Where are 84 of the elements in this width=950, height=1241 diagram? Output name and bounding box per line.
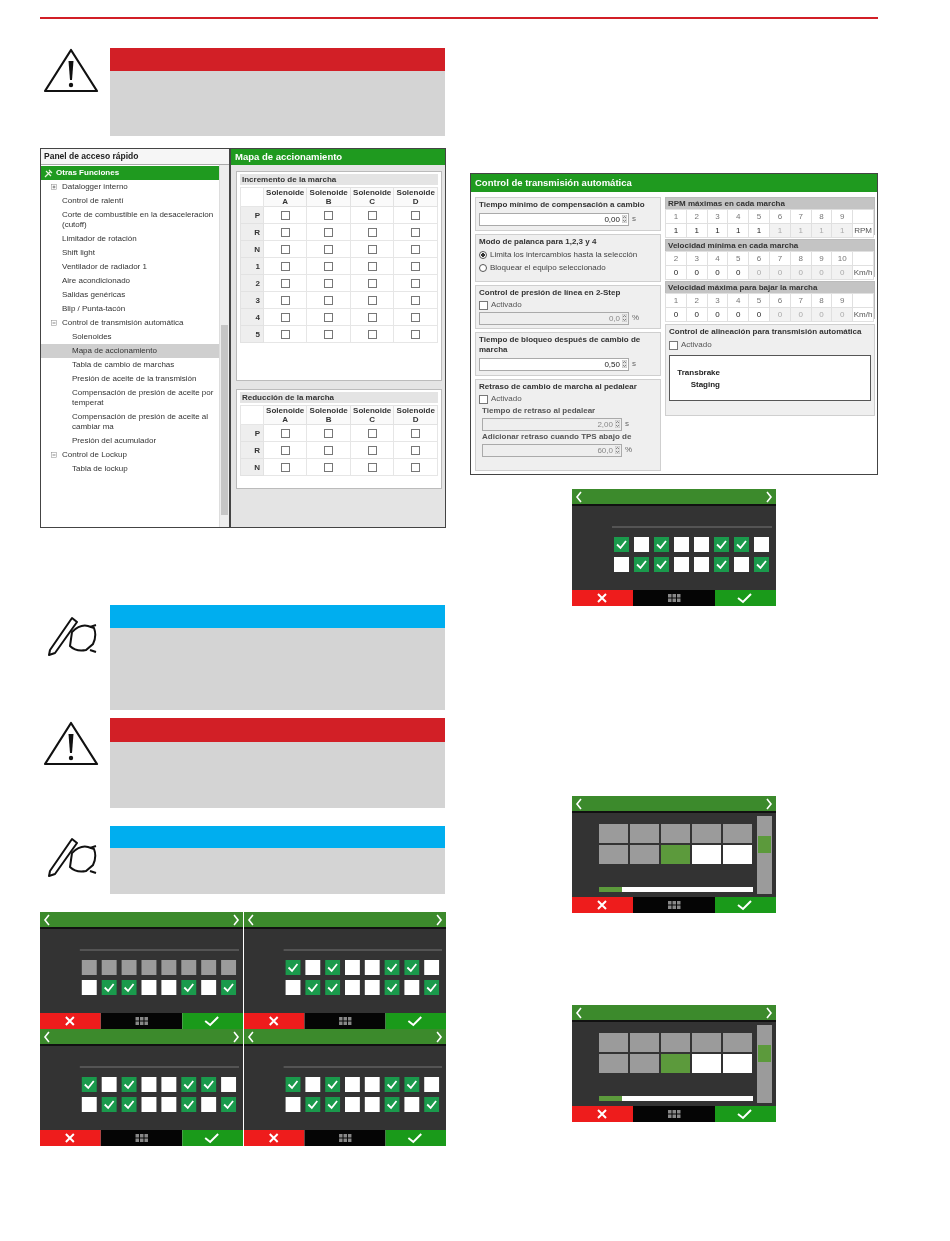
group-heading: Control de presión de línea en 2-Step [479,288,622,298]
settings-table [665,197,875,235]
number-field: 0,50 [479,357,629,371]
table-cell: 1 [789,223,812,238]
number-field: 60,0 [482,443,622,457]
tree-item: Salidas genéricas [62,290,126,299]
table-heading: Velocidad mínima en cada marcha [666,240,874,252]
unit-label: % [632,313,640,323]
table-cell: Km/h [852,307,874,322]
group-heading: Tiempo mínimo de compensación a cambio [479,200,646,210]
column-header: Solenoide A [263,187,307,207]
tree-item: Compensación de presión de aceite por temperat [72,388,214,407]
checkbox-label: Activado [491,300,522,310]
option-label: Bloquear el equipo seleccionado [490,262,606,273]
unit-label: s [632,214,636,224]
number-field: 2,00 [482,417,622,431]
table-cell: Km/h [852,265,874,280]
unit-label: % [625,445,633,455]
settings-group [665,324,875,416]
tree-item: Limitador de rotación [62,234,137,243]
tree-item: Tabla de lockup [72,464,128,473]
table-cell: 1 [831,223,854,238]
tree-item: Ventilador de radiador 1 [62,262,147,271]
tree-item: Presión del acumulador [72,436,157,445]
column-header: Solenoide B [306,405,351,425]
column-header: Solenoide C [350,405,394,425]
table-cell: 0 [665,307,687,322]
tree-item: Otras Funciones [56,168,120,177]
table-cell: 0 [665,265,687,280]
row-header: Staging [689,379,720,389]
table-heading: RPM máximas en cada marcha [666,198,874,210]
checkbox-label: Activado [681,340,712,350]
field-label: Adicionar retraso cuando TPS abajo de [482,432,632,442]
group-panel [236,389,442,489]
group-heading: Incremento de la marcha [240,174,438,185]
unit-label: s [632,359,636,369]
group-heading: Control de alineación para transmisión automática [669,327,863,337]
group-panel [236,171,442,381]
settings-group [475,332,661,376]
tree-item: Presión de aceite de la transmisión [72,374,197,383]
panel-heading: Panel de acceso rápido [41,149,229,165]
unit-label: s [625,419,629,429]
group-heading: Modo de palanca para 1,2,3 y 4 [479,237,598,247]
tree-item: Solenoides [72,332,112,341]
number-field: 0,0 [479,311,629,325]
tree-item: Control de Lockup [62,450,127,459]
row-header: Transbrake [676,367,720,377]
group-heading: Tiempo de bloqueo después de cambio de marcha [479,335,642,355]
settings-group [475,379,661,471]
table-cell: RPM [852,223,874,238]
tree-item: Corte de combustible en la desaceleracion (cutoff) [62,210,214,229]
settings-group [475,234,661,282]
table-cell: 1 [665,223,687,238]
settings-group [475,197,661,231]
tree-item: Aire acondicionado [62,276,131,285]
field-label: Tiempo de retraso al pedalear [482,406,596,416]
tree-item: Control de transmisión automática [62,318,184,327]
window-title-bar: Mapa de accionamiento [231,149,445,165]
column-header: Solenoide C [350,187,394,207]
tree-item: Tabla de cambio de marchas [72,360,175,369]
group-heading: Retraso de cambio de marcha al pedalear [479,382,638,392]
number-field: 0,00 [479,212,629,226]
app-window [230,148,446,528]
checkbox-label: Activado [491,394,522,404]
settings-group [475,285,661,329]
option-label: Limita los intercambios hasta la selección [490,249,638,260]
table-cell: 1 [810,223,833,238]
tree-item: Shift light [62,248,95,257]
tree-item: Control de ralentí [62,196,124,205]
group-heading: Reducción de la marcha [240,392,438,403]
column-header: Solenoide D [393,187,438,207]
table-heading: Velocidad máxima para bajar la marcha [666,282,874,294]
settings-table [665,239,875,277]
tree-item: Blip / Punta-tacón [62,304,126,313]
tree-item: Compensación de presión de aceite al cambiar ma [72,412,209,431]
tree-item: Mapa de accionamiento [72,346,157,355]
column-header: Solenoide A [263,405,307,425]
app-window [470,173,878,475]
column-header: Solenoide D [393,405,438,425]
navigation-panel [40,148,230,528]
tree-item: Datalogger interno [62,182,128,191]
window-title-bar: Control de transmisión automática [471,174,877,192]
settings-table [665,281,875,319]
column-header: Solenoide B [306,187,351,207]
